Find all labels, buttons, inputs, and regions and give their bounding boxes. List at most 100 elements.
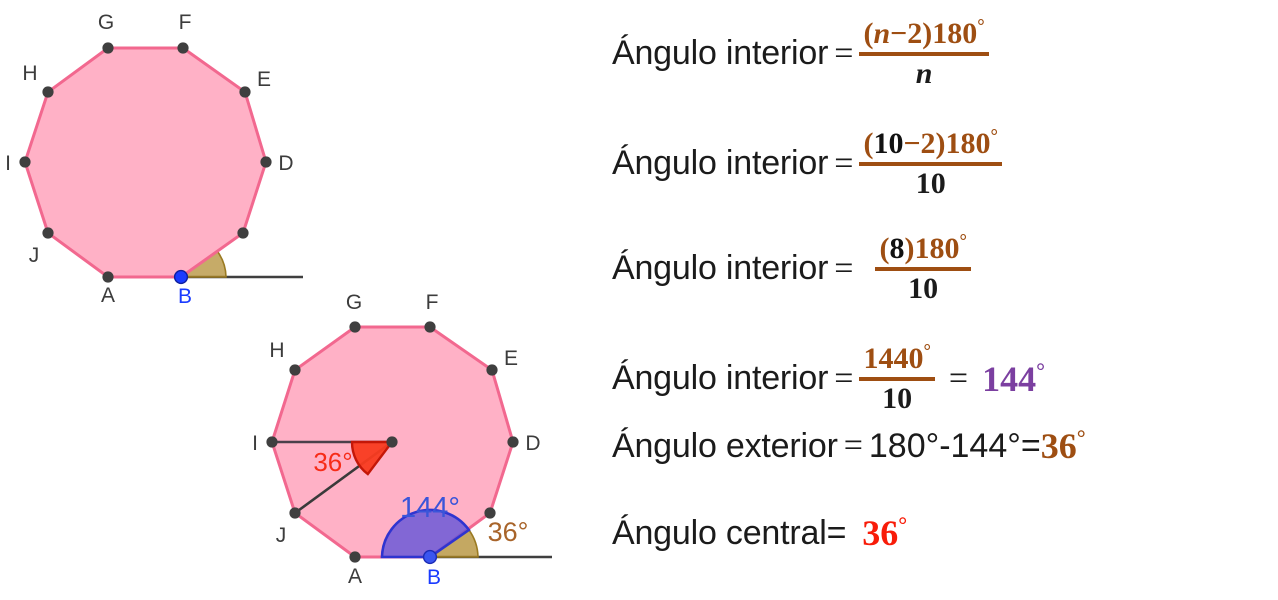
exterior-angle-result: 36° (1041, 425, 1086, 467)
interior-angle-arc-bottom (380, 508, 471, 559)
vertex-c-top[interactable] (237, 227, 249, 239)
decagon-polygon-top (23, 46, 268, 279)
degree-sign-3: ° (959, 231, 967, 252)
paren-open-2: ( (863, 127, 874, 160)
central-angle-result-value: 36 (862, 513, 899, 553)
decagon-top-svg: A B D E F G H I J (5, 11, 303, 308)
interior-angle-label: 144° (400, 492, 460, 524)
fraction-bar-2 (859, 161, 1002, 166)
label-b-bottom: B (427, 566, 441, 589)
interior-angle-result: 144° (982, 358, 1045, 400)
center-point-bottom[interactable] (386, 436, 398, 448)
formula-equals-4: = (834, 359, 854, 397)
label-e-bottom: E (504, 347, 518, 370)
vertex-b-bottom[interactable] (422, 549, 438, 565)
fraction-3-numerator: (8)180° (875, 231, 970, 267)
vertex-e-top[interactable] (239, 86, 251, 98)
vertex-f-bottom[interactable] (424, 321, 436, 333)
label-h-bottom: H (269, 339, 284, 362)
vertex-h-top[interactable] (42, 86, 54, 98)
formula-equals-1: = (834, 34, 854, 72)
label-a-top: A (101, 284, 115, 307)
formula-equals-3: = (834, 249, 854, 287)
label-j-top: J (29, 244, 40, 267)
central-angle-label: 36° (313, 447, 352, 477)
fraction-2: (10−2)180° 10 (859, 126, 1002, 200)
formula-equals-5: = (843, 427, 863, 464)
variable-n-1: n (873, 17, 891, 50)
fraction-3-denominator: 10 (908, 271, 939, 305)
formula-panel: Ángulo interior = (n−2)180° n Ángulo int… (612, 0, 1278, 600)
vertex-a-top[interactable] (102, 271, 114, 283)
fraction-3: (8)180° 10 (875, 231, 971, 305)
label-i-bottom: I (252, 432, 258, 455)
formula-label-2: Ángulo interior (612, 144, 829, 183)
interior-angle-result-value: 144 (982, 358, 1037, 399)
formula-label-1: Ángulo interior (612, 34, 829, 73)
formula-label-4: Ángulo interior (612, 359, 829, 398)
minus-two-2: −2 (903, 127, 936, 160)
decagon-figure-top: A B D E F G H I J (0, 0, 320, 310)
exterior-angle-result-degree: ° (1076, 425, 1086, 450)
value-180-1: 180 (932, 17, 978, 50)
vertex-i-top[interactable] (19, 156, 31, 168)
fraction-1-denominator: n (915, 56, 933, 90)
vertex-i-bottom[interactable] (266, 436, 278, 448)
formula-row-exterior: Ángulo exterior = 180°-144°= 36° (612, 425, 1086, 467)
fraction-bar-3 (875, 266, 971, 271)
formula-equals-4b: = (948, 359, 969, 397)
central-angle-arc (350, 440, 395, 476)
vertex-g-top[interactable] (102, 42, 114, 54)
label-g-top: G (98, 11, 114, 34)
label-i-top: I (5, 152, 11, 175)
vertex-e-bottom[interactable] (486, 364, 498, 376)
formula-row-interior-8x180: Ángulo interior = (8)180° 10 (612, 231, 971, 305)
formula-label-5: Ángulo exterior (612, 426, 838, 465)
formula-row-interior-result: Ángulo interior = 1440° 10 = 144° (612, 341, 1045, 415)
value-180-3: 180 (914, 232, 960, 265)
fraction-4-denominator: 10 (882, 381, 913, 415)
label-d-top: D (278, 152, 293, 175)
vertex-c-bottom[interactable] (484, 507, 496, 519)
fraction-2-denominator: 10 (915, 166, 946, 200)
central-angle-result: 36° (862, 512, 907, 554)
label-g-bottom: G (346, 291, 362, 314)
label-d-bottom: D (525, 432, 540, 455)
vertex-d-bottom[interactable] (507, 436, 519, 448)
interior-angle-result-degree: ° (1036, 357, 1045, 383)
value-8-3: 8 (889, 232, 905, 265)
vertex-j-top[interactable] (42, 227, 54, 239)
vertex-j-bottom[interactable] (289, 507, 301, 519)
degree-sign-4: ° (923, 341, 931, 362)
value-1440-4: 1440 (863, 342, 924, 375)
paren-open-1: ( (863, 17, 874, 50)
value-10-2: 10 (873, 127, 904, 160)
exterior-angle-label: 36° (488, 517, 529, 547)
formula-label-6: Ángulo central= (612, 513, 847, 552)
decagon-figure-bottom: A B D E F G H I J 36° 144° 36° (240, 291, 580, 600)
formula-label-3: Ángulo interior (612, 249, 829, 288)
exterior-angle-result-value: 36 (1040, 426, 1077, 466)
vertex-f-top[interactable] (177, 42, 189, 54)
fraction-1-numerator: (n−2)180° (859, 17, 988, 52)
vertex-a-bottom[interactable] (349, 551, 361, 563)
vertex-d-top[interactable] (260, 156, 272, 168)
label-h-top: H (22, 62, 37, 85)
decagon-bottom-svg: A B D E F G H I J 36° 144° 36° (252, 291, 552, 589)
formula-row-interior-n10: Ángulo interior = (10−2)180° 10 (612, 126, 1002, 200)
degree-sign-2: ° (990, 126, 998, 147)
vertex-g-bottom[interactable] (349, 321, 361, 333)
vertex-b-top[interactable] (173, 269, 189, 285)
fraction-2-numerator: (10−2)180° (859, 126, 1002, 162)
label-b-top: B (178, 285, 192, 308)
paren-close-1: ) (922, 17, 933, 50)
fraction-4-numerator: 1440° (859, 341, 934, 377)
paren-close-3: ) (904, 232, 915, 265)
label-f-top: F (179, 11, 192, 34)
fraction-bar-1 (859, 51, 989, 56)
exterior-expression: 180°-144°= (868, 426, 1041, 465)
vertex-h-bottom[interactable] (289, 364, 301, 376)
value-180-2: 180 (945, 127, 991, 160)
fraction-1: (n−2)180° n (859, 17, 989, 90)
